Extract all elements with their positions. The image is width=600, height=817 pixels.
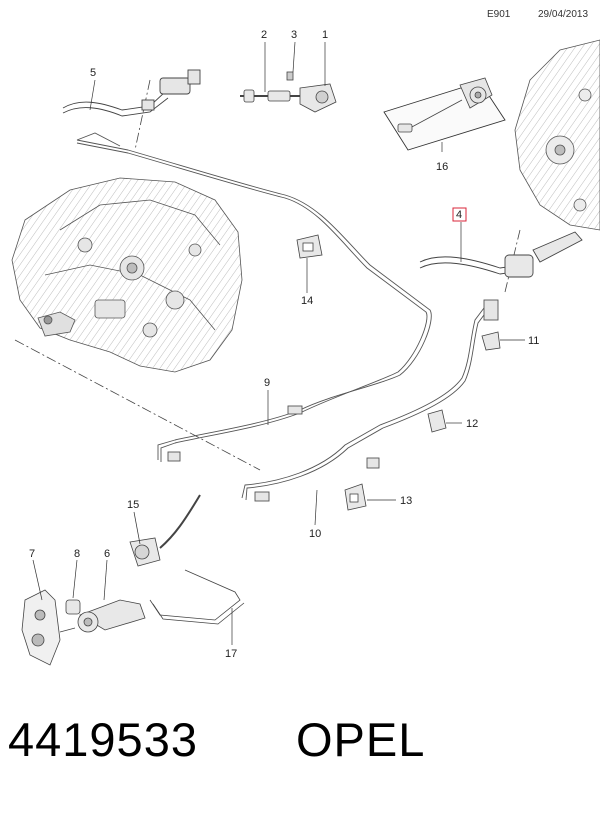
master-cylinder-assembly xyxy=(21,494,245,666)
callout-labels: 1 2 3 4 5 6 7 8 9 10 11 12 13 14 15 16 1… xyxy=(29,29,539,660)
hose-5 xyxy=(62,69,201,117)
brand-name: OPEL xyxy=(296,713,426,766)
clip-13 xyxy=(344,483,367,511)
callout-15: 15 xyxy=(127,499,139,511)
callout-9: 9 xyxy=(264,377,270,389)
callout-10: 10 xyxy=(309,528,321,540)
callout-5: 5 xyxy=(90,67,96,79)
gearbox-illustration-right xyxy=(514,39,600,231)
callout-13: 13 xyxy=(400,495,412,507)
callout-11: 11 xyxy=(528,335,539,347)
callout-3: 3 xyxy=(291,29,297,41)
callout-16: 16 xyxy=(436,161,448,173)
clip-12 xyxy=(427,409,447,433)
clutch-hydraulics-diagram: 1 2 3 4 5 6 7 8 9 10 11 12 13 14 15 16 1… xyxy=(11,29,600,666)
callout-6: 6 xyxy=(104,548,110,560)
pipe-10 xyxy=(241,299,499,502)
callout-4: 4 xyxy=(456,209,462,221)
detail-box-16 xyxy=(383,77,506,151)
clips xyxy=(296,234,501,511)
part-number: 4419533 xyxy=(8,713,198,766)
pipe-9 xyxy=(76,132,432,462)
callout-17: 17 xyxy=(225,648,237,660)
gearbox-illustration xyxy=(11,177,243,373)
callout-4-highlight xyxy=(452,207,467,222)
slave-cylinder-parts xyxy=(240,71,337,113)
leader-lines xyxy=(32,41,525,645)
clip-11 xyxy=(481,331,501,351)
callout-2: 2 xyxy=(261,29,267,41)
clip-14 xyxy=(296,234,323,259)
hose-4 xyxy=(419,231,583,278)
diagram-date: 29/04/2013 xyxy=(538,9,589,20)
callout-12: 12 xyxy=(466,418,478,430)
callout-1: 1 xyxy=(322,29,328,41)
callout-7: 7 xyxy=(29,548,35,560)
callout-8: 8 xyxy=(74,548,80,560)
callout-14: 14 xyxy=(301,295,313,307)
diagram-code: E901 xyxy=(487,9,511,20)
